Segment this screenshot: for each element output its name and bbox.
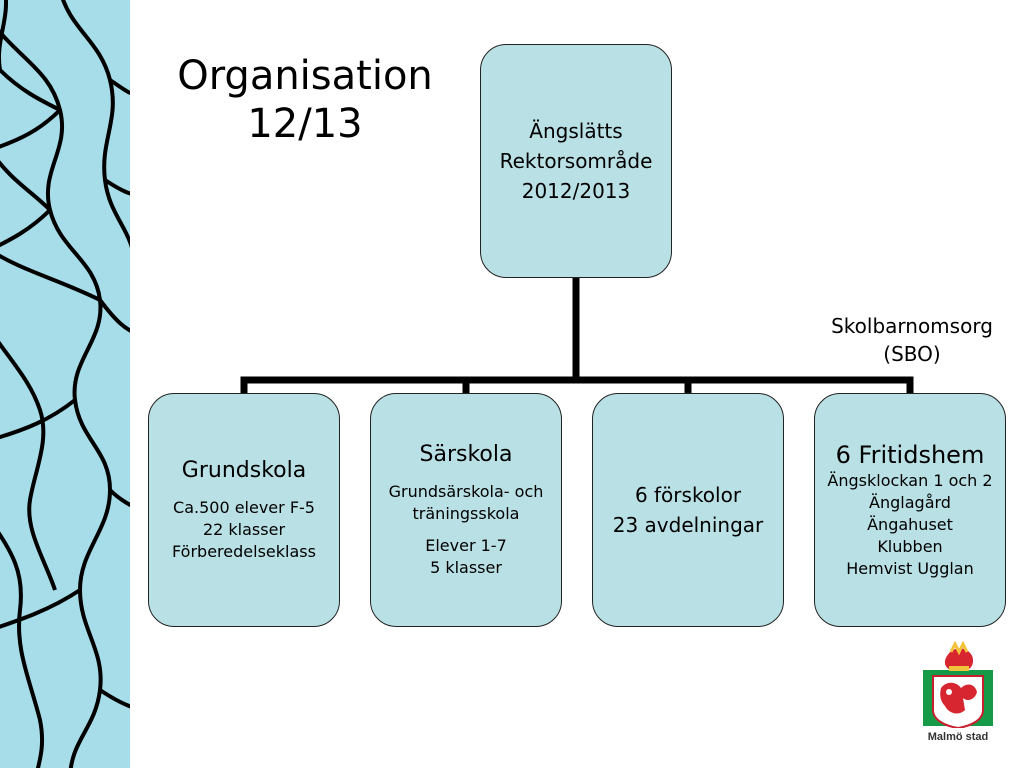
root-line-2: Rektorsområde bbox=[499, 149, 653, 173]
fritidshem-heading: 6 Fritidshem bbox=[835, 441, 985, 469]
forskolor-line-1: 6 förskolor bbox=[634, 483, 742, 507]
fritidshem-line-2: Änglagård bbox=[869, 493, 951, 512]
grundskola-box: Grundskola Ca.500 elever F-5 22 klasser … bbox=[148, 393, 340, 627]
grundskola-heading: Grundskola bbox=[181, 458, 307, 483]
malmo-stad-logo: Malmö stad bbox=[918, 640, 998, 752]
sarskola-line-4: 5 klasser bbox=[430, 558, 502, 577]
fritidshem-box: 6 Fritidshem Ängsklockan 1 och 2 Änglagå… bbox=[814, 393, 1006, 627]
sarskola-line-3: Elever 1-7 bbox=[425, 536, 507, 555]
sbo-line-1: Skolbarnomsorg bbox=[831, 314, 993, 338]
grundskola-line-3: Förberedelseklass bbox=[172, 542, 316, 561]
logo-text: Malmö stad bbox=[927, 731, 989, 743]
sarskola-heading: Särskola bbox=[419, 442, 513, 467]
title-line-2: 12/13 bbox=[247, 101, 363, 147]
title-line-1: Organisation bbox=[177, 53, 433, 99]
fritidshem-line-3: Ängahuset bbox=[867, 515, 953, 534]
root-line-3: 2012/2013 bbox=[521, 179, 631, 203]
forskolor-line-2: 23 avdelningar bbox=[612, 513, 764, 537]
malmo-coat-of-arms-icon bbox=[923, 640, 993, 728]
sbo-line-2: (SBO) bbox=[883, 342, 941, 366]
root-line-1: Ängslätts bbox=[529, 119, 623, 143]
sarskola-line-1: Grundsärskola- och bbox=[388, 482, 544, 501]
grundskola-line-1: Ca.500 elever F-5 bbox=[173, 498, 315, 517]
fritidshem-line-4: Klubben bbox=[877, 537, 943, 556]
root-box: Ängslätts Rektorsområde 2012/2013 bbox=[480, 44, 672, 278]
net-pattern bbox=[0, 0, 130, 768]
forskolor-box: 6 förskolor 23 avdelningar bbox=[592, 393, 784, 627]
slide-title: Organisation 12/13 bbox=[150, 52, 460, 148]
sarskola-box: Särskola Grundsärskola- och träningsskol… bbox=[370, 393, 562, 627]
decorative-net-strip bbox=[0, 0, 130, 768]
fritidshem-line-1: Ängsklockan 1 och 2 bbox=[827, 471, 993, 490]
sarskola-line-2: träningsskola bbox=[412, 504, 520, 523]
grundskola-line-2: 22 klasser bbox=[202, 520, 286, 539]
sbo-annotation: Skolbarnomsorg (SBO) bbox=[812, 312, 1012, 368]
fritidshem-line-5: Hemvist Ugglan bbox=[846, 559, 974, 578]
